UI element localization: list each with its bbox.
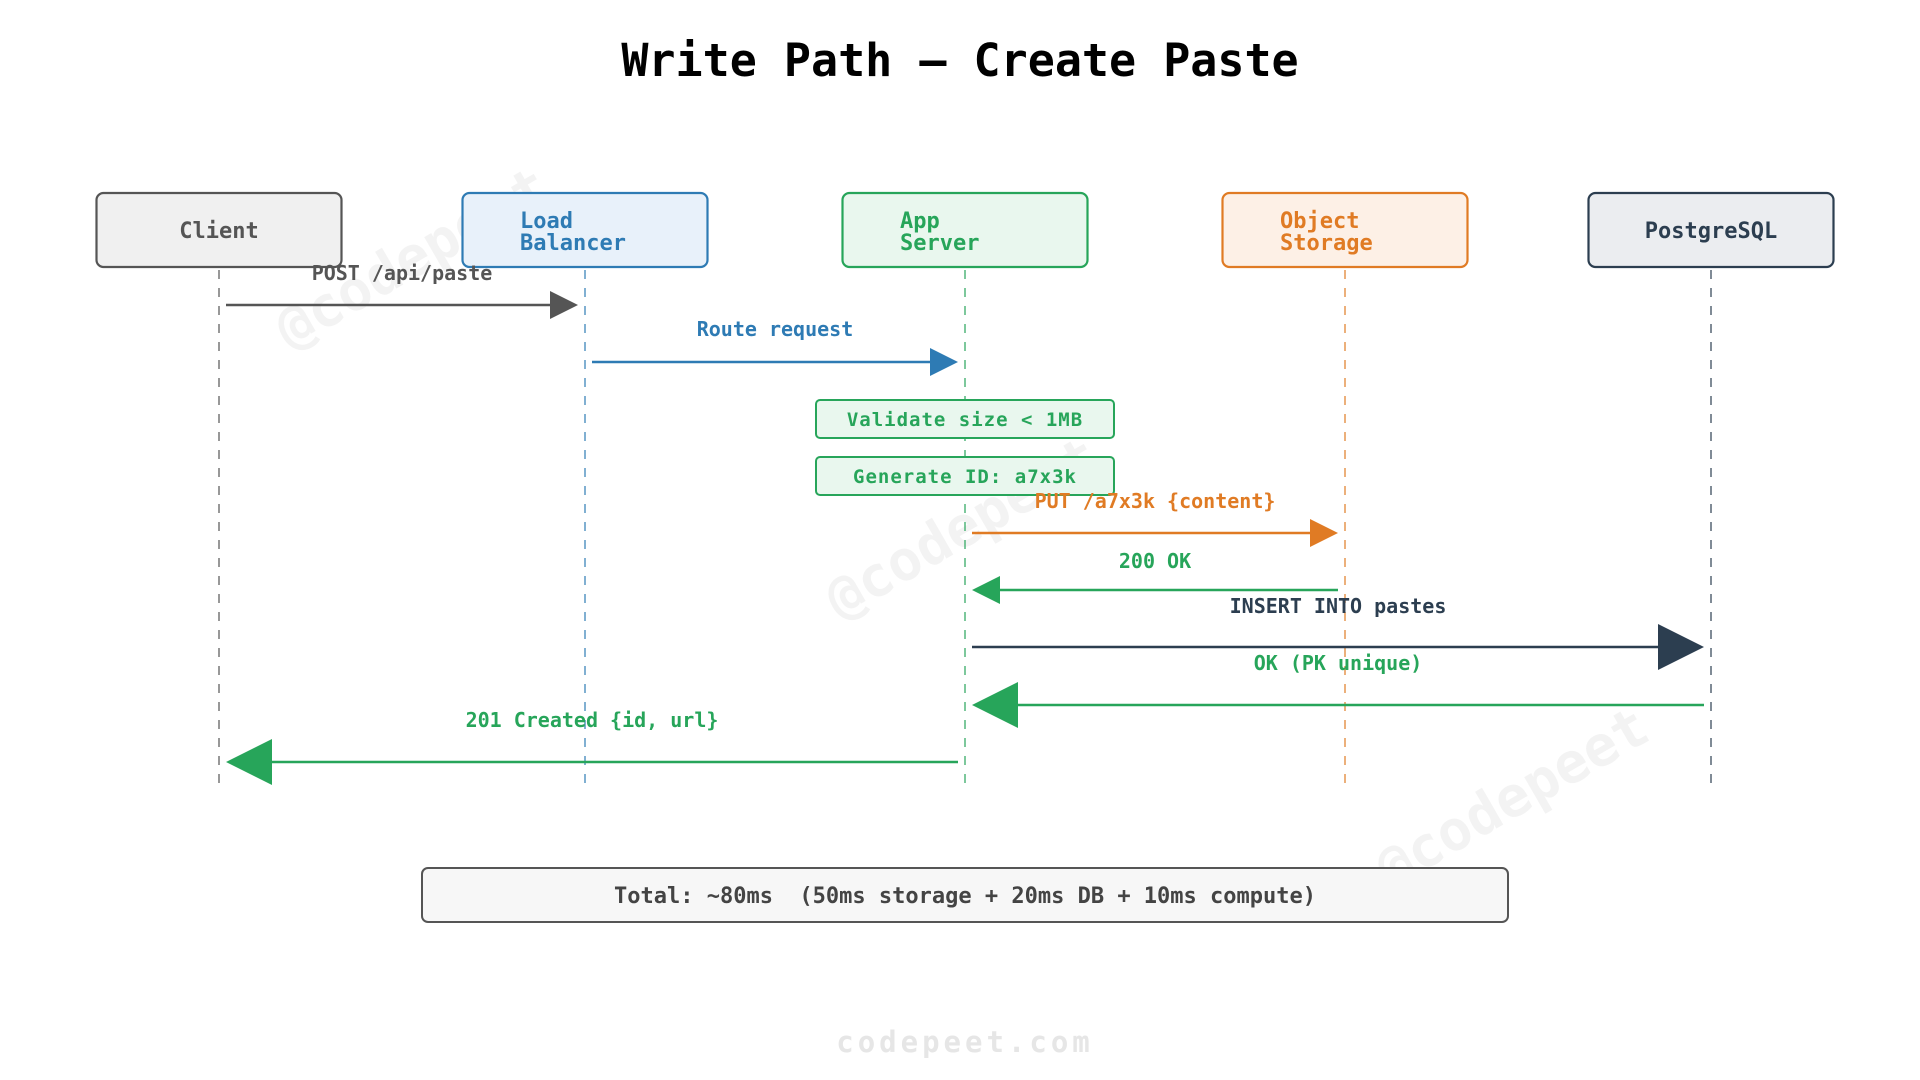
message-arrow: 201 Created {id, url} xyxy=(226,708,958,785)
actor-label: PostgreSQL xyxy=(1645,219,1777,244)
note-frame xyxy=(815,456,1115,496)
actor-label: Balancer xyxy=(520,231,626,256)
message-label: POST /api/paste xyxy=(312,261,493,285)
note-box: Validate size < 1MB xyxy=(815,399,1115,439)
actor-label: App xyxy=(900,209,940,234)
message-label: OK (PK unique) xyxy=(1254,651,1423,675)
diagram-title: Write Path — Create Paste xyxy=(621,34,1298,87)
message-label: 200 OK xyxy=(1119,549,1191,573)
arrow-head xyxy=(550,291,578,319)
arrow-head xyxy=(930,348,958,376)
actor-client: Client xyxy=(95,191,343,269)
summary-text: Total: ~80ms (50ms storage + 20ms DB + 1… xyxy=(614,884,1316,909)
message-arrow: PUT /a7x3k {content} xyxy=(972,489,1338,547)
actor-box xyxy=(841,191,1089,269)
watermark-text: @codepeet xyxy=(815,424,1110,632)
actor-label: Client xyxy=(179,219,258,244)
actor-label: Object xyxy=(1280,209,1359,234)
summary-box: Total: ~80ms (50ms storage + 20ms DB + 1… xyxy=(421,867,1509,923)
actor-label: Storage xyxy=(1280,231,1373,256)
actor-label: Server xyxy=(900,231,979,256)
lifelines xyxy=(218,270,1712,790)
note-label: Generate ID: a7x3k xyxy=(853,466,1077,488)
message-arrow: POST /api/paste xyxy=(226,261,578,319)
actor-box xyxy=(461,191,709,269)
arrow-head xyxy=(1310,519,1338,547)
footer-brand: codepeet.com xyxy=(836,1025,1094,1059)
actor-box xyxy=(1587,191,1835,269)
actor-label: Load xyxy=(520,209,573,234)
message-arrow: OK (PK unique) xyxy=(972,651,1704,728)
message-label: Route request xyxy=(697,317,854,341)
actor-box xyxy=(1221,191,1469,269)
note-frame xyxy=(815,399,1115,439)
message-label: INSERT INTO pastes xyxy=(1230,594,1447,618)
message-label: 201 Created {id, url} xyxy=(466,708,719,732)
summary-frame xyxy=(421,867,1509,923)
arrow-head xyxy=(1658,624,1704,670)
actor-pg: PostgreSQL xyxy=(1587,191,1835,269)
actor-box xyxy=(95,191,343,269)
notes: Validate size < 1MB Generate ID: a7x3k xyxy=(815,399,1115,496)
arrow-head xyxy=(972,682,1018,728)
note-box: Generate ID: a7x3k xyxy=(815,456,1115,496)
message-label: PUT /a7x3k {content} xyxy=(1035,489,1276,513)
arrow-head xyxy=(972,576,1000,604)
arrow-head xyxy=(226,739,272,785)
message-arrow: 200 OK xyxy=(972,549,1338,604)
message-arrow: INSERT INTO pastes xyxy=(972,594,1704,670)
message-arrow: Route request xyxy=(592,317,958,376)
note-label: Validate size < 1MB xyxy=(847,409,1083,431)
